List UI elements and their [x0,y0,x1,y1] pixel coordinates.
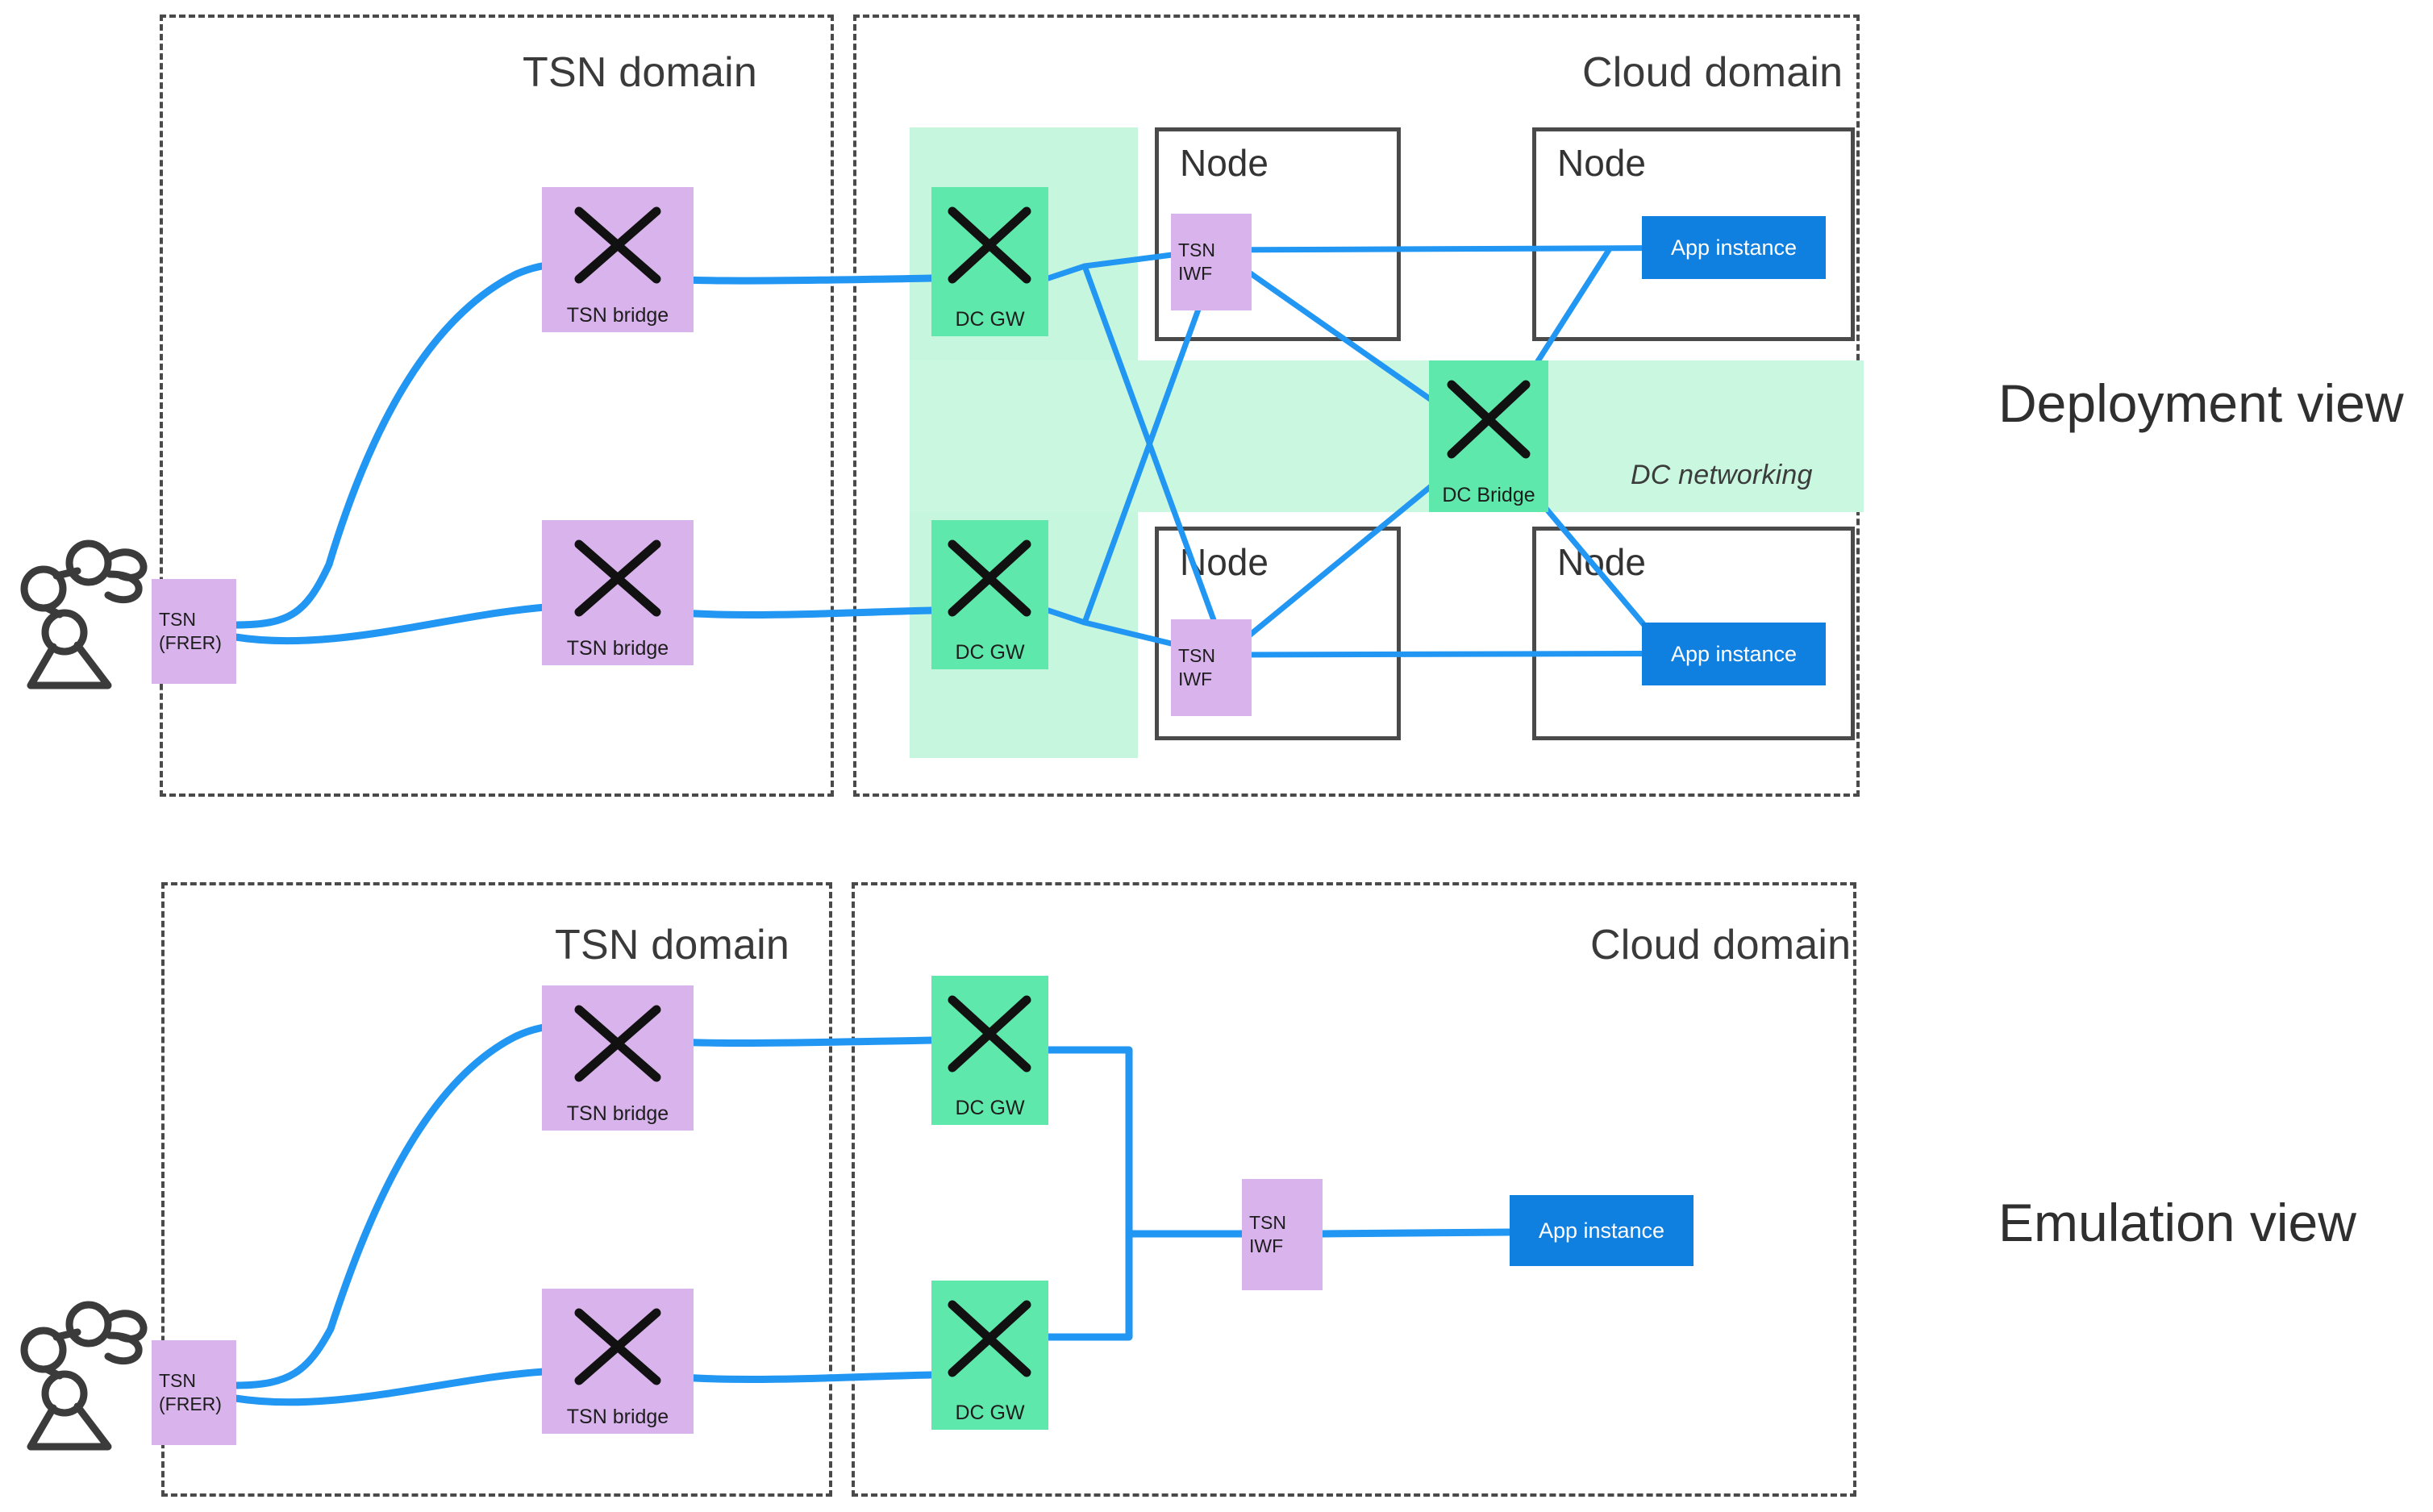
dc-gw-label: DC GW [955,307,1025,331]
switch-x-icon [948,206,1031,284]
app-instance-chip-1[interactable]: App instance [1642,216,1826,279]
emulation-tsn-domain-label: TSN domain [555,922,789,968]
dc-bridge[interactable]: DC Bridge [1429,360,1548,512]
source-chip-label: TSN (FRER) [159,609,222,653]
switch-x-icon [574,1005,661,1082]
app-instance-label: App instance [1670,235,1798,260]
tsn-iwf-chip[interactable]: TSN IWF [1242,1179,1323,1290]
node-label: Node [1557,142,1646,184]
dc-gw-1[interactable]: DC GW [931,187,1048,336]
source-tsn-frer-chip[interactable]: TSN (FRER) [152,1340,236,1445]
tsn-bridge-1[interactable]: TSN bridge [542,985,694,1131]
tsn-bridge-1[interactable]: TSN bridge [542,187,694,332]
tsn-bridge-label: TSN bridge [566,1102,669,1125]
app-instance-chip-2[interactable]: App instance [1642,623,1826,685]
switch-x-icon [1447,380,1531,459]
emulation-tsn-domain-box [161,882,832,1497]
tsn-iwf-label: TSN IWF [1178,240,1215,284]
tsn-bridge-label: TSN bridge [566,636,669,660]
switch-x-icon [574,1308,661,1385]
deployment-tsn-domain-label: TSN domain [523,49,757,96]
deployment-tsn-domain-box [160,15,834,797]
source-tsn-frer-chip[interactable]: TSN (FRER) [152,579,236,684]
dc-gw-1[interactable]: DC GW [931,976,1048,1125]
tsn-bridge-label: TSN bridge [566,1405,669,1428]
tsn-iwf-label: TSN IWF [1249,1212,1286,1256]
dc-networking-label: DC networking [1631,460,1813,490]
switch-x-icon [948,995,1031,1073]
app-instance-label: App instance [1670,641,1798,666]
node-label: Node [1180,142,1269,184]
tsn-iwf-label: TSN IWF [1178,645,1215,689]
switch-x-icon [948,1300,1031,1377]
dc-gw-label: DC GW [955,1096,1025,1119]
dc-gw-label: DC GW [955,640,1025,664]
tsn-iwf-chip-1[interactable]: TSN IWF [1171,214,1252,310]
tsn-bridge-label: TSN bridge [566,303,669,327]
deployment-cloud-domain-label: Cloud domain [1582,49,1843,96]
tsn-bridge-2[interactable]: TSN bridge [542,1289,694,1434]
dc-gw-2[interactable]: DC GW [931,1281,1048,1430]
app-instance-label: App instance [1538,1218,1665,1243]
robot-arm-icon [15,1300,156,1453]
tsn-iwf-chip-2[interactable]: TSN IWF [1171,619,1252,716]
emulation-cloud-domain-label: Cloud domain [1590,922,1852,968]
node-label: Node [1557,541,1646,583]
dc-gw-2[interactable]: DC GW [931,520,1048,669]
source-chip-label: TSN (FRER) [159,1370,222,1414]
emulation-view-label: Emulation view [1998,1193,2356,1252]
switch-x-icon [574,206,661,284]
dc-gw-label: DC GW [955,1401,1025,1424]
tsn-bridge-2[interactable]: TSN bridge [542,520,694,665]
deployment-view-label: Deployment view [1998,373,2404,433]
node-label: Node [1180,541,1269,583]
robot-arm-icon [15,539,156,692]
switch-x-icon [948,539,1031,617]
dc-bridge-label: DC Bridge [1442,483,1535,506]
app-instance-chip[interactable]: App instance [1510,1195,1694,1266]
emulation-cloud-domain-box [852,882,1856,1497]
switch-x-icon [574,539,661,617]
